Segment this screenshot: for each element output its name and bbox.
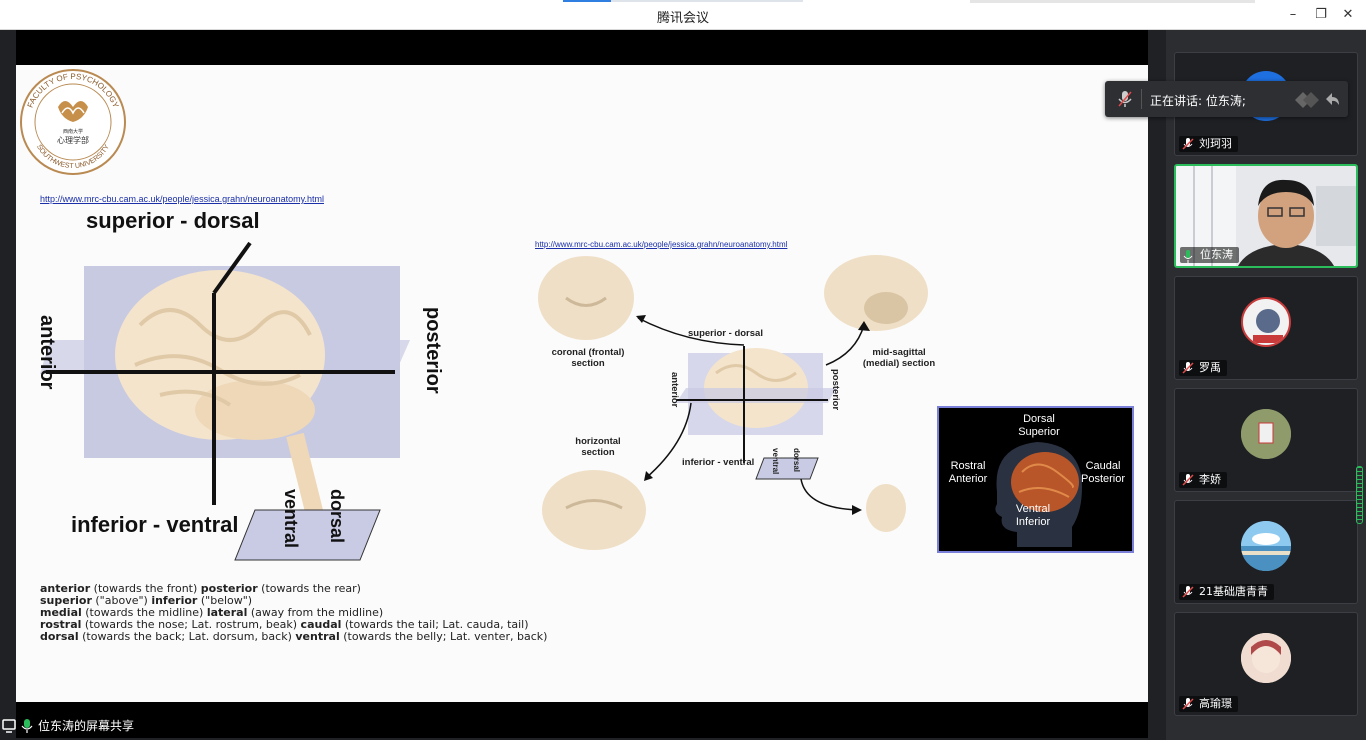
participant-name: 高瑜璟 <box>1179 696 1238 712</box>
minimize-button[interactable]: – <box>1289 7 1297 22</box>
avatar <box>1241 521 1291 571</box>
coronal-label-line1: coronal (frontal) <box>551 347 625 358</box>
collapse-icon[interactable] <box>1323 90 1341 108</box>
horizontal-label: horizontal section <box>553 436 643 458</box>
faculty-logo: FACULTY OF PSYCHOLOGY SOUTHWEST UNIVERSI… <box>20 69 126 175</box>
toolbar-hint-bar <box>970 0 1255 3</box>
restore-button[interactable]: ❐ <box>1315 7 1327 22</box>
participant-tile-speaking[interactable]: 位东涛 <box>1174 164 1358 268</box>
right-label-superior: superior - dorsal <box>688 328 763 339</box>
term-line: superior ("above") inferior ("below") <box>40 594 253 607</box>
coronal-section-image <box>538 256 634 340</box>
left-label-anterior: anterior <box>36 315 58 390</box>
left-label-dorsal: dorsal <box>327 489 347 544</box>
reference-link-right[interactable]: http://www.mrc-cbu.cam.ac.uk/people/jess… <box>535 240 788 249</box>
box-label-ventral-line1: Ventral <box>1015 503 1051 515</box>
box-label-caudal-line1: Caudal <box>1085 460 1121 472</box>
divider <box>1141 89 1142 109</box>
coronal-label: coronal (frontal) section <box>543 347 633 369</box>
term-line: medial (towards the midline) lateral (aw… <box>40 606 384 619</box>
avatar <box>1241 633 1291 683</box>
midsagittal-label-line1: mid-sagittal <box>872 347 926 358</box>
mic-muted-icon <box>1182 138 1194 150</box>
box-label-dorsal-line2: Superior <box>1018 426 1060 438</box>
horizontal-label-line2: section <box>581 447 615 458</box>
mic-muted-icon <box>1182 362 1194 374</box>
sidebar-scrollbar[interactable] <box>1356 466 1363 524</box>
logo-cn-main: 心理学部 <box>57 135 89 145</box>
box-label-dorsal-line1: Dorsal <box>1023 413 1055 425</box>
pin-icon[interactable] <box>1293 90 1321 108</box>
letterbox-bottom <box>16 702 1148 738</box>
avatar <box>1241 297 1291 347</box>
participant-tile[interactable]: 李娇 <box>1174 388 1358 492</box>
participant-tile[interactable]: 21基础唐青青 <box>1174 500 1358 604</box>
participant-name: 位东涛 <box>1180 247 1239 263</box>
right-anatomy-figure <box>538 255 928 550</box>
participant-tile[interactable]: 罗禹 <box>1174 276 1358 380</box>
mic-speaking-icon <box>1118 91 1132 107</box>
box-label-caudal: Caudal Posterior <box>1075 460 1131 486</box>
box-label-ventral-line2: Inferior <box>1015 516 1051 528</box>
box-label-rostral-line2: Anterior <box>948 473 988 485</box>
term-line: anterior (towards the front) posterior (… <box>40 582 361 595</box>
term-line: rostral (towards the nose; Lat. rostrum,… <box>40 618 529 631</box>
horizontal-section-image <box>542 470 646 550</box>
terminology-list: anterior (towards the front) posterior (… <box>40 583 547 643</box>
coronal-label-line2: section <box>571 358 605 369</box>
box-label-rostral-line1: Rostral <box>950 460 986 472</box>
right-label-posterior: posterior <box>830 369 841 411</box>
left-anatomy-figure <box>40 241 410 561</box>
mic-active-icon <box>1183 250 1193 263</box>
right-label-anterior: anterior <box>669 372 680 408</box>
right-label-ventral: ventral <box>771 448 780 475</box>
left-label-ventral: ventral <box>281 489 301 549</box>
midsagittal-label: mid-sagittal (medial) section <box>854 347 944 369</box>
letterbox-top <box>16 30 1148 65</box>
window-title: 腾讯会议 <box>656 11 709 26</box>
mic-muted-icon <box>1182 586 1194 598</box>
spinal-plane <box>234 509 381 561</box>
left-label-posterior: posterior <box>422 307 444 394</box>
right-label-dorsal: dorsal <box>792 448 801 473</box>
reference-link-left[interactable]: http://www.mrc-cbu.cam.ac.uk/people/jess… <box>40 194 324 204</box>
shared-slide: FACULTY OF PSYCHOLOGY SOUTHWEST UNIVERSI… <box>16 65 1148 702</box>
participant-tile[interactable]: 高瑜璟 <box>1174 612 1358 716</box>
spinal-section-image <box>866 484 906 532</box>
avatar <box>1241 409 1291 459</box>
box-label-dorsal: Dorsal Superior <box>1009 413 1069 439</box>
right-label-inferior: inferior - ventral <box>682 457 755 468</box>
left-label-inferior: inferior - ventral <box>71 512 239 537</box>
mic-muted-icon <box>1182 698 1194 710</box>
box-label-caudal-line2: Posterior <box>1080 473 1126 485</box>
speaking-text: 正在讲话: 位东涛; <box>1150 94 1246 108</box>
midsagittal-label-line2: (medial) section <box>862 358 936 369</box>
title-bar: 腾讯会议 – ❐ ✕ <box>0 0 1366 30</box>
close-button[interactable]: ✕ <box>1342 7 1354 22</box>
term-line: dorsal (towards the back; Lat. dorsum, b… <box>40 630 548 643</box>
participant-name: 刘珂羽 <box>1179 136 1238 152</box>
box-label-ventral: Ventral Inferior <box>1003 503 1063 529</box>
box-label-rostral: Rostral Anterior <box>941 460 995 486</box>
mic-muted-icon <box>1182 474 1194 486</box>
screen-share-label: 位东涛的屏幕共享 <box>38 719 135 733</box>
brain-orientation-image: Dorsal Superior Rostral Anterior Caudal … <box>937 406 1134 553</box>
tab-indicator-track <box>611 0 803 2</box>
horizontal-label-line1: horizontal <box>575 436 621 447</box>
speaking-indicator: 正在讲话: 位东涛; <box>1105 81 1348 117</box>
logo-cn-small: 西南大学 <box>63 128 83 135</box>
left-label-superior: superior - dorsal <box>86 208 260 233</box>
tab-indicator <box>563 0 611 2</box>
mic-active-icon <box>21 719 33 733</box>
participant-name: 21基础唐青青 <box>1179 584 1274 600</box>
head-silhouette <box>995 442 1082 547</box>
screen-share-icon <box>2 719 16 733</box>
